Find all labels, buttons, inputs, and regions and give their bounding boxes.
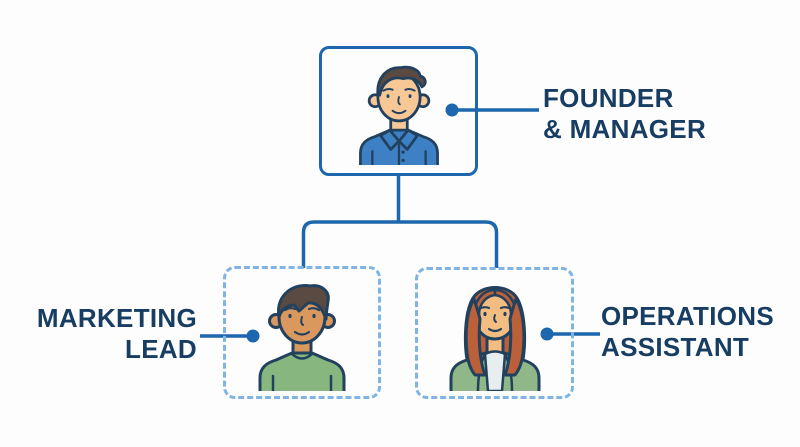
label-line: OPERATIONS: [601, 301, 774, 331]
node-operations-assistant: [415, 267, 574, 399]
tree-connector: [301, 174, 499, 268]
label-line: MARKETING: [36, 303, 197, 333]
label-line: LEAD: [125, 334, 197, 364]
marketing-lead-label: MARKETING LEAD: [0, 303, 197, 365]
operations-assistant-label: OPERATIONS ASSISTANT: [601, 301, 774, 363]
label-line: ASSISTANT: [601, 332, 750, 362]
label-line: & MANAGER: [543, 114, 707, 144]
founder-avatar-icon: [358, 65, 439, 165]
node-marketing-lead: [223, 266, 381, 399]
founder-label: FOUNDER & MANAGER: [543, 83, 706, 145]
node-founder: [319, 46, 478, 176]
operations-assistant-avatar-icon: [449, 286, 540, 391]
label-line: FOUNDER: [543, 83, 674, 113]
marketing-lead-avatar-icon: [258, 283, 346, 391]
